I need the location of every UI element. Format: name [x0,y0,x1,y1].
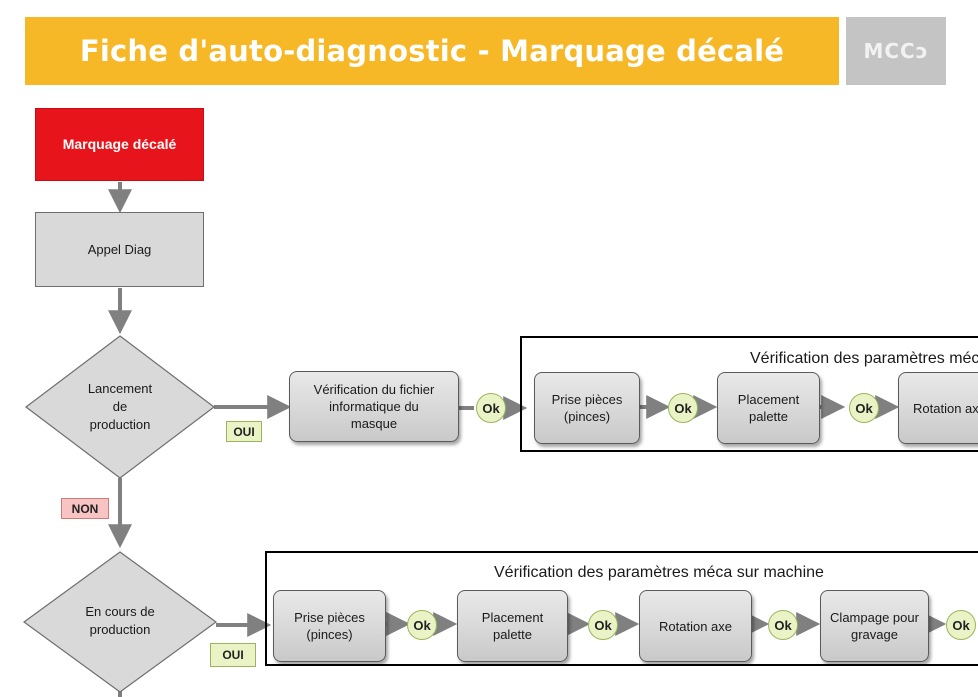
start-label: Marquage décalé [62,136,177,152]
row1-step-prise-label: Prise pièces (pinces) [551,392,623,424]
row1-step-rotation-label: Rotation axe [913,400,978,416]
logo-text: MCCɔ [863,39,929,63]
frame-row2-connectors [386,612,947,636]
ok-badge-row2-4-label: Ok [952,617,970,633]
start-box: Marquage décalé [35,108,204,181]
ok-badge-row1-1-label: Ok [674,400,692,416]
page-title: Fiche d'auto-diagnostic - Marquage décal… [79,34,785,68]
non-tag: NON [61,498,109,519]
frame-row1: Vérification des paramètres méca sur mac… [520,336,978,452]
decision1-diamond [25,335,215,479]
frame-row2: Vérification des paramètres méca sur mac… [265,551,978,666]
company-logo: MCCɔ [846,17,946,85]
ok-badge-file-label: Ok [482,400,500,416]
ok-badge-row1-2: Ok [849,393,879,423]
ok-badge-row2-1: Ok [407,610,437,640]
decision2-label: En cours de production [85,604,155,637]
row2-step-rotation-label: Rotation axe [659,618,732,634]
decision1-label: Lancement de production [87,381,153,432]
decision2-diamond [22,551,218,693]
row1-step-prise: Prise pièces (pinces) [534,372,640,444]
file-check-label: Vérification du fichier informatique du … [313,382,435,431]
row1-step-rotation: Rotation axe [898,372,978,444]
ok-badge-row2-3-label: Ok [774,617,792,633]
ok-badge-row1-2-label: Ok [855,400,873,416]
file-check-box: Vérification du fichier informatique du … [289,371,459,442]
appel-diag-box: Appel Diag [35,212,204,287]
row2-step-prise: Prise pièces (pinces) [273,590,386,662]
ok-badge-row2-1-label: Ok [413,617,431,633]
ok-badge-row1-1: Ok [668,393,698,423]
oui-tag-1: OUI [226,421,262,442]
row1-step-placement-label: Placement palette [737,392,800,424]
row2-step-placement: Placement palette [457,590,568,662]
oui-tag-2: OUI [210,643,256,667]
ok-badge-row2-2: Ok [588,610,618,640]
ok-badge-file: Ok [476,393,506,423]
ok-badge-row2-3: Ok [768,610,798,640]
frame-row1-title: Vérification des paramètres méca sur mac… [750,350,978,367]
ok-badge-row2-4: Ok [946,610,976,640]
frame-row2-title: Vérification des paramètres méca sur mac… [494,564,824,581]
ok-badge-row2-2-label: Ok [594,617,612,633]
row2-step-placement-label: Placement palette [481,610,544,642]
row2-step-clampage-label: Clampage pour gravage [830,610,919,642]
non-tag-label: NON [71,501,99,516]
row1-step-placement: Placement palette [717,372,820,444]
oui-tag-1-label: OUI [233,424,255,439]
oui-tag-2-label: OUI [222,648,244,662]
row2-step-rotation: Rotation axe [639,590,752,662]
row2-step-prise-label: Prise pièces (pinces) [294,610,365,642]
header-banner: Fiche d'auto-diagnostic - Marquage décal… [25,17,839,85]
frame-row1-connectors [640,395,900,419]
row2-step-clampage: Clampage pour gravage [820,590,929,662]
appel-diag-label: Appel Diag [87,242,152,257]
